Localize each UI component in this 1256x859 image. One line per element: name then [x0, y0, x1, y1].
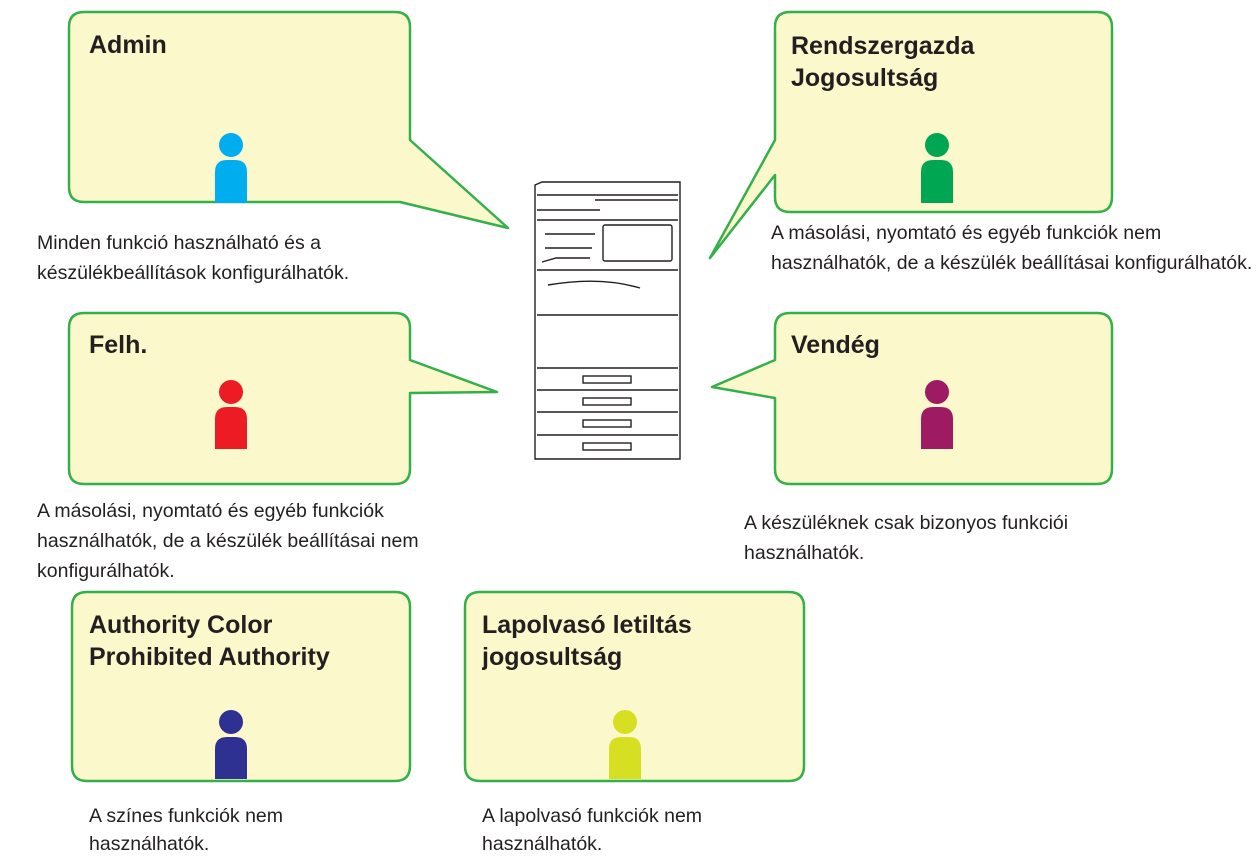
- bubble-guest: [710, 311, 1114, 486]
- person-head: [613, 710, 637, 734]
- person-icon: [215, 133, 247, 203]
- person-head: [219, 710, 243, 734]
- role-description-system-admin: A másolási, nyomtató és egyéb funkciók n…: [771, 222, 1253, 274]
- role-title-system-admin: Rendszergazda Jogosultság: [791, 32, 975, 92]
- role-description-scan-prohibited: A lapolvasó funkciók nem használhatók.: [482, 805, 703, 855]
- role-title-scan-prohibited: Lapolvasó letiltás jogosultság: [482, 611, 692, 671]
- role-title-color-prohibited: Authority Color Prohibited Authority: [89, 611, 330, 671]
- person-body: [215, 407, 247, 449]
- role-description-guest: A készüléknek csak bizonyos funkciói has…: [744, 512, 1069, 564]
- bubble-scan-prohibited: [463, 590, 806, 783]
- person-icon: [215, 710, 247, 779]
- bubble-color-prohibited: [70, 590, 412, 783]
- bubble-user: [67, 311, 499, 486]
- role-title-guest: Vendég: [791, 331, 880, 359]
- role-description-user: A másolási, nyomtató és egyéb funkciók h…: [37, 500, 419, 582]
- person-body: [215, 160, 247, 203]
- person-head: [219, 133, 243, 157]
- person-icon: [921, 380, 953, 449]
- person-body: [921, 407, 953, 449]
- person-head: [925, 133, 949, 157]
- bubble-admin: [67, 10, 510, 230]
- role-title-user: Felh.: [89, 331, 148, 359]
- bubble-system-admin: [708, 10, 1114, 260]
- person-icon: [609, 710, 641, 779]
- person-icon: [921, 133, 953, 203]
- multifunction-printer-icon: [534, 181, 681, 460]
- role-description-color-prohibited: A színes funkciók nem használhatók.: [89, 805, 284, 855]
- person-body: [921, 160, 953, 203]
- person-head: [219, 380, 243, 404]
- person-icon: [215, 380, 247, 449]
- role-description-admin: Minden funkció használható és a készülék…: [37, 232, 350, 284]
- person-body: [609, 737, 641, 779]
- person-body: [215, 737, 247, 779]
- role-title-admin: Admin: [89, 31, 167, 59]
- person-head: [925, 380, 949, 404]
